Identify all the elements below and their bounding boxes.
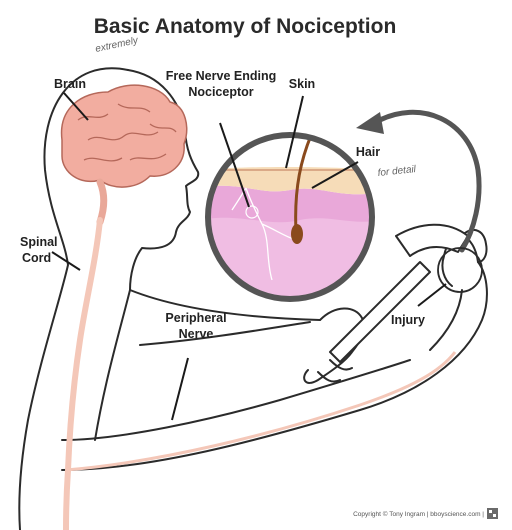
forearm-upper-outline — [140, 322, 310, 345]
hair-follicle — [291, 224, 303, 244]
peripheral-nerve-line — [66, 352, 455, 470]
cord-label: Cord — [22, 251, 51, 265]
peripheral-label: Peripheral — [165, 311, 226, 325]
brainstem — [100, 182, 104, 222]
credit-logo-icon — [487, 508, 498, 519]
skin-label: Skin — [289, 77, 315, 91]
brain-label: Brain — [54, 77, 86, 91]
credit-text: Copyright © Tony Ingram | bboyscience.co… — [353, 510, 484, 518]
torso-lower-outline — [95, 290, 130, 440]
peripheral-leader — [172, 358, 188, 420]
arm-lower-outline — [62, 360, 410, 440]
nerve-label: Nerve — [179, 327, 214, 341]
hammer-head — [396, 225, 468, 256]
nociceptor-label: Nociceptor — [188, 85, 253, 99]
hair-label: Hair — [356, 145, 380, 159]
spinal-label: Spinal — [20, 235, 58, 249]
brain — [62, 85, 187, 222]
injury-leader — [418, 284, 446, 306]
diagram-title: Basic Anatomy of Nociception — [94, 15, 397, 38]
holding-hand-fingers — [318, 360, 352, 382]
spinal-cord — [66, 220, 100, 530]
free-nerve-ending-label: Free Nerve Ending — [166, 69, 276, 83]
detail-handwritten-note: for detail — [377, 164, 417, 179]
right-arm-inner-outline — [430, 290, 462, 350]
injury-label: Injury — [391, 313, 425, 327]
